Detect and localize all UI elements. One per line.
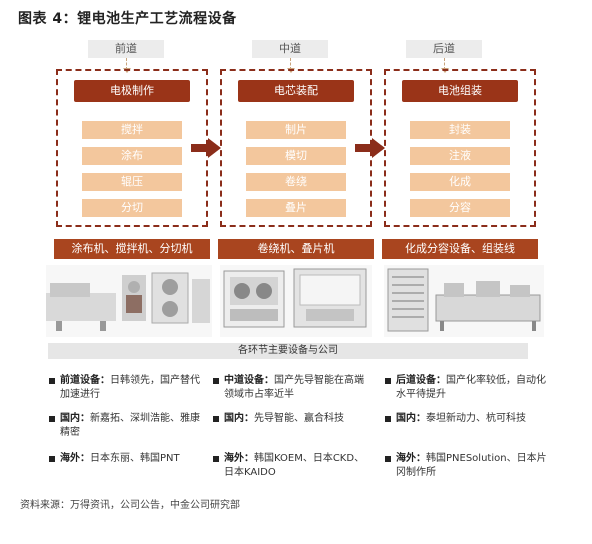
back-equipment-photo bbox=[384, 265, 544, 337]
note-item: 国内：新嘉拓、深圳浩能、雅康精密 bbox=[48, 412, 208, 440]
process-step: 叠片 bbox=[246, 199, 346, 217]
process-step: 模切 bbox=[246, 147, 346, 165]
note-label: 中道设备： bbox=[224, 375, 274, 386]
note-label: 国内： bbox=[396, 413, 426, 424]
note-item: 海外：日本东丽、韩国PNT bbox=[48, 452, 200, 466]
process-step: 分切 bbox=[82, 199, 182, 217]
process-step: 分容 bbox=[410, 199, 510, 217]
note-label: 国内： bbox=[60, 413, 90, 424]
equipment-label-front: 涂布机、搅拌机、分切机 bbox=[54, 239, 210, 259]
equipment-label-back: 化成分容设备、组装线 bbox=[382, 239, 538, 259]
process-step: 卷绕 bbox=[246, 173, 346, 191]
note-label: 前道设备： bbox=[60, 375, 110, 386]
note-item: 海外：韩国KOEM、日本CKD、日本KAIDO bbox=[212, 452, 370, 480]
note-label: 后道设备： bbox=[396, 375, 446, 386]
note-text: 国产化率较低，自动化水平待提升 bbox=[396, 375, 546, 400]
note-text: 泰坦新动力、杭可科技 bbox=[426, 413, 526, 424]
process-header: 电池组装 bbox=[402, 80, 518, 102]
note-item: 国内：先导智能、赢合科技 bbox=[212, 412, 370, 426]
process-header: 电芯装配 bbox=[238, 80, 354, 102]
note-item: 前道设备：日韩领先，国产替代加速进行 bbox=[48, 374, 208, 402]
stage-label-middle: 中道 bbox=[252, 40, 328, 58]
middle-equipment-photo bbox=[220, 265, 372, 337]
equipment-label-middle: 卷绕机、叠片机 bbox=[218, 239, 374, 259]
front-equipment-photo bbox=[46, 265, 212, 337]
note-label: 海外： bbox=[396, 453, 426, 464]
process-step: 涂布 bbox=[82, 147, 182, 165]
process-header: 电极制作 bbox=[74, 80, 190, 102]
note-item: 国内：泰坦新动力、杭可科技 bbox=[384, 412, 546, 426]
note-label: 国内： bbox=[224, 413, 254, 424]
stage-label-front: 前道 bbox=[88, 40, 164, 58]
note-text: 国产先导智能在高端领域市占率近半 bbox=[224, 375, 364, 400]
process-step: 辊压 bbox=[82, 173, 182, 191]
note-text: 先导智能、赢合科技 bbox=[254, 413, 344, 424]
source-note: 资料来源：万得资讯，公司公告，中金公司研究部 bbox=[20, 500, 240, 511]
note-text: 日本东丽、韩国PNT bbox=[90, 453, 180, 464]
note-text: 日韩领先，国产替代加速进行 bbox=[60, 375, 200, 400]
note-item: 后道设备：国产化率较低，自动化水平待提升 bbox=[384, 374, 554, 402]
process-box-front: 电极制作 搅拌 涂布 辊压 分切 bbox=[56, 69, 208, 227]
note-text: 韩国PNESolution、日本片冈制作所 bbox=[396, 453, 547, 478]
process-step: 封装 bbox=[410, 121, 510, 139]
note-label: 海外： bbox=[224, 453, 254, 464]
process-box-back: 电池组装 封装 注液 化成 分容 bbox=[384, 69, 536, 227]
right-arrow-icon bbox=[355, 138, 385, 158]
note-item: 中道设备：国产先导智能在高端领域市占率近半 bbox=[212, 374, 370, 402]
process-step: 注液 bbox=[410, 147, 510, 165]
stage-label-back: 后道 bbox=[406, 40, 482, 58]
process-box-middle: 电芯装配 制片 模切 卷绕 叠片 bbox=[220, 69, 372, 227]
note-text: 韩国KOEM、日本CKD、日本KAIDO bbox=[224, 453, 365, 478]
figure-title: 图表 4：锂电池生产工艺流程设备 bbox=[18, 11, 237, 27]
section-title: 各环节主要设备与公司 bbox=[48, 343, 528, 359]
right-arrow-icon bbox=[191, 138, 221, 158]
process-step: 搅拌 bbox=[82, 121, 182, 139]
note-label: 海外： bbox=[60, 453, 90, 464]
note-item: 海外：韩国PNESolution、日本片冈制作所 bbox=[384, 452, 554, 480]
process-step: 化成 bbox=[410, 173, 510, 191]
note-text: 新嘉拓、深圳浩能、雅康精密 bbox=[60, 413, 200, 438]
process-step: 制片 bbox=[246, 121, 346, 139]
